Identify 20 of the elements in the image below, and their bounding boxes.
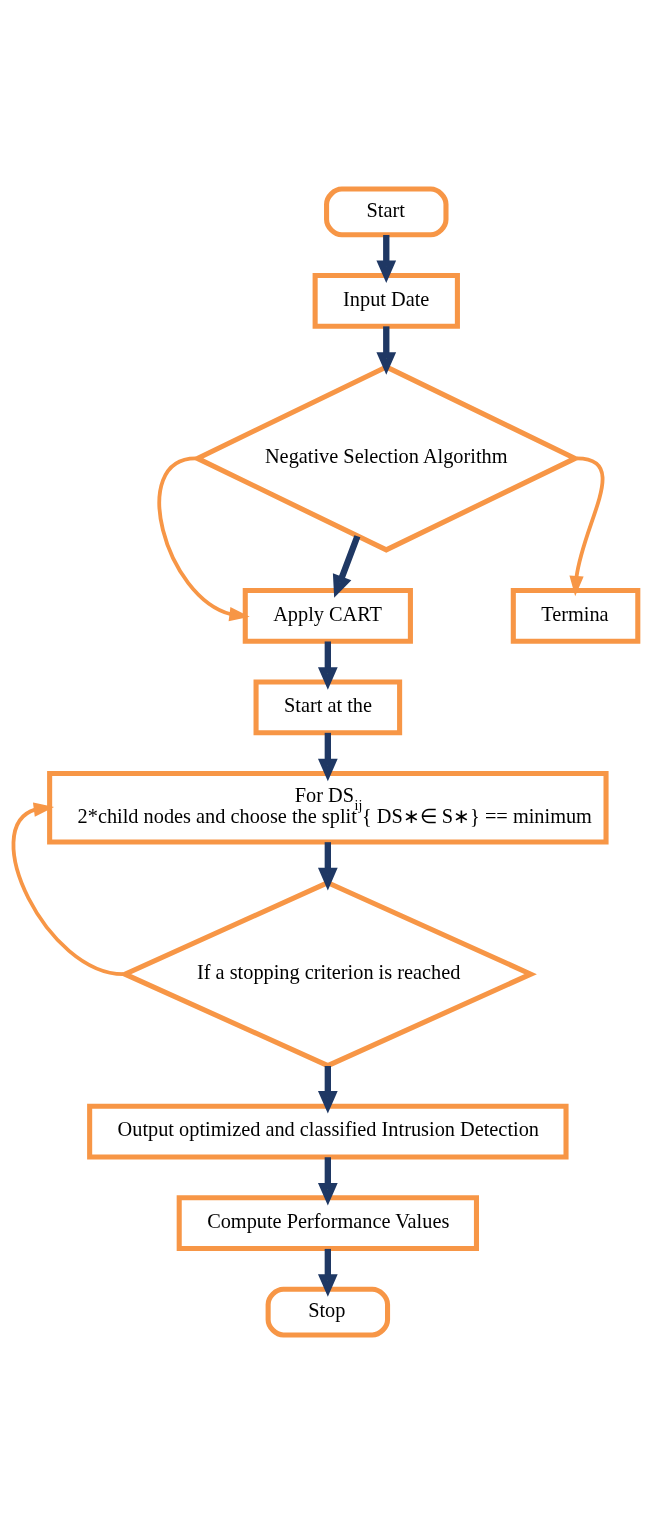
node-box: Stop — [265, 1286, 391, 1338]
arrow — [317, 1248, 338, 1297]
node-box: Start at the — [253, 679, 403, 736]
node-box: Termina — [510, 587, 641, 644]
node-box: Start — [324, 186, 449, 238]
arrow — [376, 326, 397, 375]
arrow — [317, 732, 338, 782]
arrow — [317, 1157, 338, 1206]
arrow — [157, 456, 250, 622]
node-box: Compute Performance Values — [176, 1195, 479, 1252]
arrow — [11, 802, 124, 977]
arrow — [317, 842, 338, 891]
node-box: Input Date — [312, 272, 460, 329]
arrow — [317, 1066, 338, 1114]
arrow — [332, 535, 361, 598]
arrow — [376, 235, 397, 283]
node-box: Output optimized and classified Intrusion Detection — [87, 1103, 569, 1160]
arrow — [317, 641, 338, 690]
node-box: For DS$_{ij}$ 2*child nodes and choose the split { DS∗∈ S∗} == minimum — [47, 770, 609, 845]
node-box: Apply CART — [242, 587, 413, 644]
